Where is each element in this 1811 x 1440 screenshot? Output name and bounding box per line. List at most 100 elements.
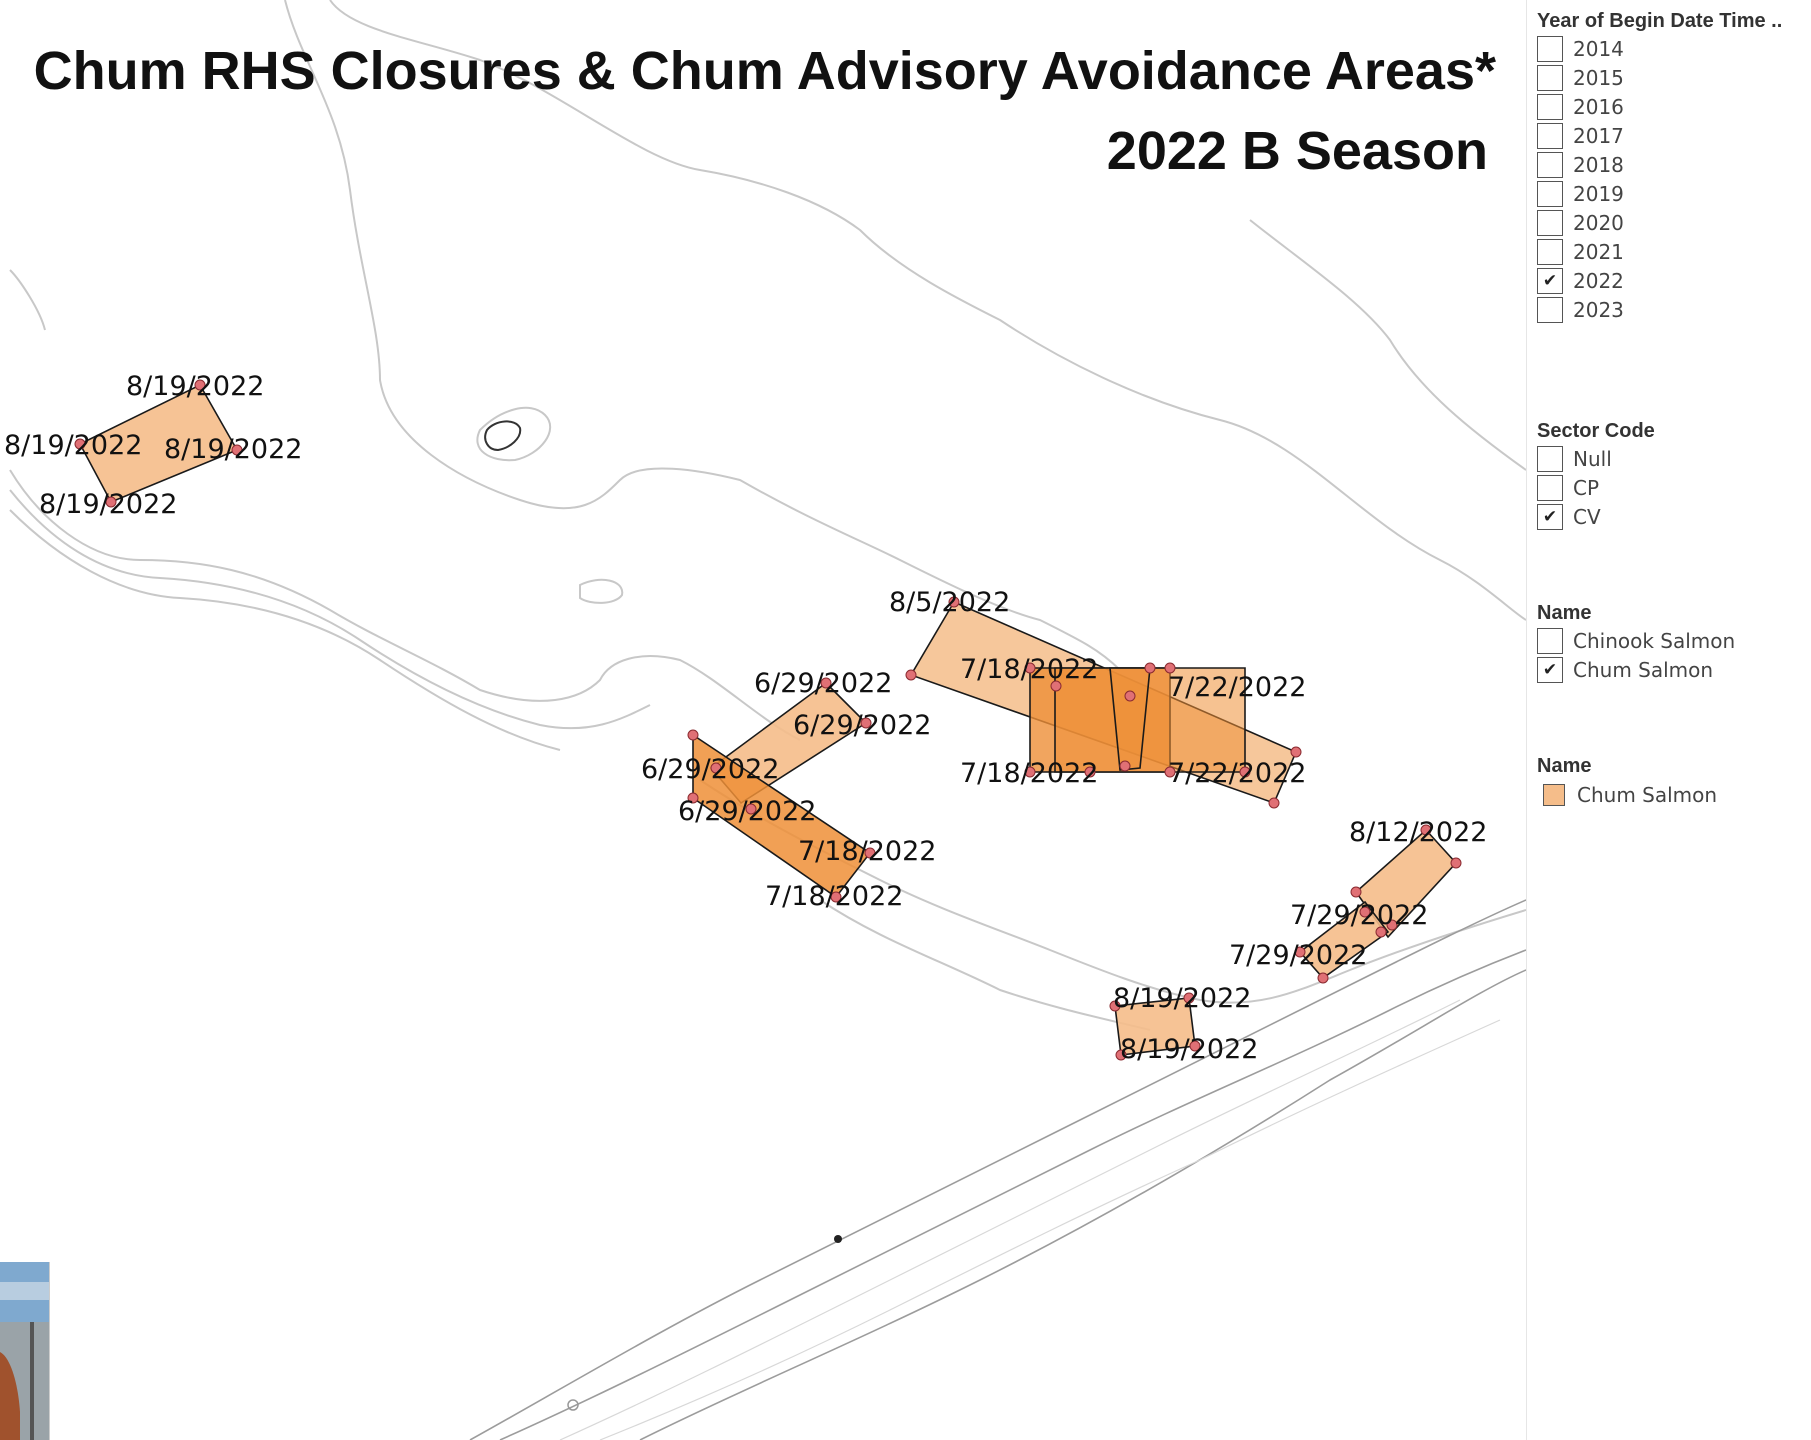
vertex-marker[interactable]	[1084, 766, 1096, 778]
year-checkbox[interactable]	[1537, 151, 1563, 178]
sector-option-cv[interactable]: ✔ CV	[1537, 502, 1809, 531]
vertex-marker[interactable]	[1290, 746, 1302, 758]
shelf-break-1	[9, 469, 801, 741]
vertex-marker[interactable]	[1164, 662, 1176, 674]
label-629-c: 6/29/2022	[641, 754, 779, 785]
vertex-marker[interactable]	[745, 803, 757, 815]
year-option-2023[interactable]: 2023	[1537, 295, 1809, 324]
label-629-a: 6/29/2022	[754, 668, 892, 699]
vertex-marker[interactable]	[1164, 766, 1176, 778]
year-filter-title: Year of Begin Date Time ..	[1537, 10, 1783, 32]
vertex-marker[interactable]	[820, 677, 832, 689]
name-filter: Name Chinook Salmon✔Chum Salmon	[1537, 600, 1809, 684]
name-checkbox[interactable]: ✔	[1537, 656, 1563, 683]
year-checkbox[interactable]	[1537, 122, 1563, 149]
vertex-marker[interactable]	[905, 669, 917, 681]
label-722-top: 7/22/2022	[1168, 672, 1306, 703]
closure-area-center-box-3[interactable]	[1109, 667, 1151, 771]
label-729-b: 7/29/2022	[1229, 940, 1367, 971]
vertex-marker[interactable]	[687, 792, 699, 804]
year-option-label: 2019	[1573, 181, 1624, 206]
vertex-marker[interactable]	[1317, 972, 1329, 984]
vertex-marker[interactable]	[1024, 766, 1036, 778]
vertex-marker[interactable]	[1024, 662, 1036, 674]
vertex-marker[interactable]	[105, 496, 117, 508]
label-629-d: 6/29/2022	[678, 796, 816, 827]
closure-area-812[interactable]	[1354, 828, 1458, 939]
year-checkbox[interactable]	[1537, 35, 1563, 62]
vertex-marker[interactable]	[1450, 857, 1462, 869]
vertex-marker[interactable]	[710, 762, 722, 774]
vertex-marker[interactable]	[1420, 824, 1432, 836]
sector-filter-title: Sector Code	[1537, 420, 1655, 442]
island-dark	[484, 420, 522, 452]
sector-option-label: Null	[1573, 446, 1612, 471]
vertex-marker[interactable]	[1189, 1040, 1201, 1052]
label-629-b: 6/29/2022	[793, 710, 931, 741]
year-option-2018[interactable]: 2018	[1537, 150, 1809, 179]
sector-checkbox[interactable]	[1537, 474, 1563, 501]
year-option-2014[interactable]: 2014	[1537, 34, 1809, 63]
peninsula-shore-3	[639, 969, 1526, 1440]
year-option-label: 2022	[1573, 268, 1624, 293]
map-title: Chum RHS Closures & Chum Advisory Avoida…	[33, 41, 1496, 101]
vertex-marker[interactable]	[1350, 886, 1362, 898]
legend-item[interactable]: Chum Salmon	[1537, 779, 1809, 811]
sector-checkbox[interactable]	[1537, 445, 1563, 472]
year-checkbox[interactable]	[1537, 209, 1563, 236]
vertex-marker[interactable]	[231, 444, 243, 456]
label-718-top: 7/18/2022	[960, 654, 1098, 685]
sector-option-label: CV	[1573, 504, 1601, 529]
vertex-marker[interactable]	[1239, 766, 1251, 778]
vertex-marker[interactable]	[1115, 1049, 1127, 1061]
vertex-marker[interactable]	[1359, 906, 1371, 918]
sector-option-null[interactable]: Null	[1537, 444, 1809, 473]
year-option-2021[interactable]: 2021	[1537, 237, 1809, 266]
vertex-marker[interactable]	[1124, 690, 1136, 702]
label-729-a: 7/29/2022	[1290, 900, 1428, 931]
vertex-marker[interactable]	[1144, 662, 1156, 674]
year-option-2017[interactable]: 2017	[1537, 121, 1809, 150]
year-checkbox[interactable]	[1537, 93, 1563, 120]
year-option-label: 2016	[1573, 94, 1624, 119]
year-option-2020[interactable]: 2020	[1537, 208, 1809, 237]
year-option-2022[interactable]: ✔ 2022	[1537, 266, 1809, 295]
coastline-ridge	[1249, 219, 1526, 471]
basemap: 8/19/2022 8/19/2022 8/19/2022 8/19/2022 …	[4, 0, 1526, 1440]
vertex-marker[interactable]	[194, 379, 206, 391]
vertex-marker[interactable]	[1386, 919, 1398, 931]
name-option-chum-salmon[interactable]: ✔Chum Salmon	[1537, 655, 1809, 684]
sector-option-cp[interactable]: CP	[1537, 473, 1809, 502]
vertex-marker[interactable]	[1050, 680, 1062, 692]
year-checkbox[interactable]	[1537, 180, 1563, 207]
vertex-marker[interactable]	[948, 596, 960, 608]
vertex-marker[interactable]	[74, 438, 86, 450]
coastline-west	[9, 269, 46, 331]
label-819-south-top: 8/19/2022	[1113, 983, 1251, 1014]
vertex-marker[interactable]	[1119, 760, 1131, 772]
year-checkbox[interactable]: ✔	[1537, 267, 1563, 294]
year-option-label: 2014	[1573, 36, 1624, 61]
vertex-marker[interactable]	[830, 891, 842, 903]
map-canvas[interactable]: 8/19/2022 8/19/2022 8/19/2022 8/19/2022 …	[0, 0, 1526, 1440]
peninsula-shore-2	[499, 949, 1526, 1440]
sector-checkbox[interactable]: ✔	[1537, 503, 1563, 530]
vertex-marker[interactable]	[1109, 1000, 1121, 1012]
name-option-chinook-salmon[interactable]: Chinook Salmon	[1537, 626, 1809, 655]
name-checkbox[interactable]	[1537, 627, 1563, 654]
year-checkbox[interactable]	[1537, 296, 1563, 323]
year-option-2019[interactable]: 2019	[1537, 179, 1809, 208]
year-checkbox[interactable]	[1537, 64, 1563, 91]
year-option-2015[interactable]: 2015	[1537, 63, 1809, 92]
year-checkbox[interactable]	[1537, 238, 1563, 265]
vertex-marker[interactable]	[1294, 946, 1306, 958]
vertex-marker[interactable]	[1268, 797, 1280, 809]
vertex-marker[interactable]	[1375, 926, 1387, 938]
vertex-marker[interactable]	[860, 717, 872, 729]
vertex-marker[interactable]	[687, 729, 699, 741]
island-dot	[834, 1235, 842, 1243]
label-819-south-bottom: 8/19/2022	[1120, 1034, 1258, 1065]
vertex-marker[interactable]	[864, 847, 876, 859]
vertex-marker[interactable]	[1183, 992, 1195, 1004]
year-option-2016[interactable]: 2016	[1537, 92, 1809, 121]
